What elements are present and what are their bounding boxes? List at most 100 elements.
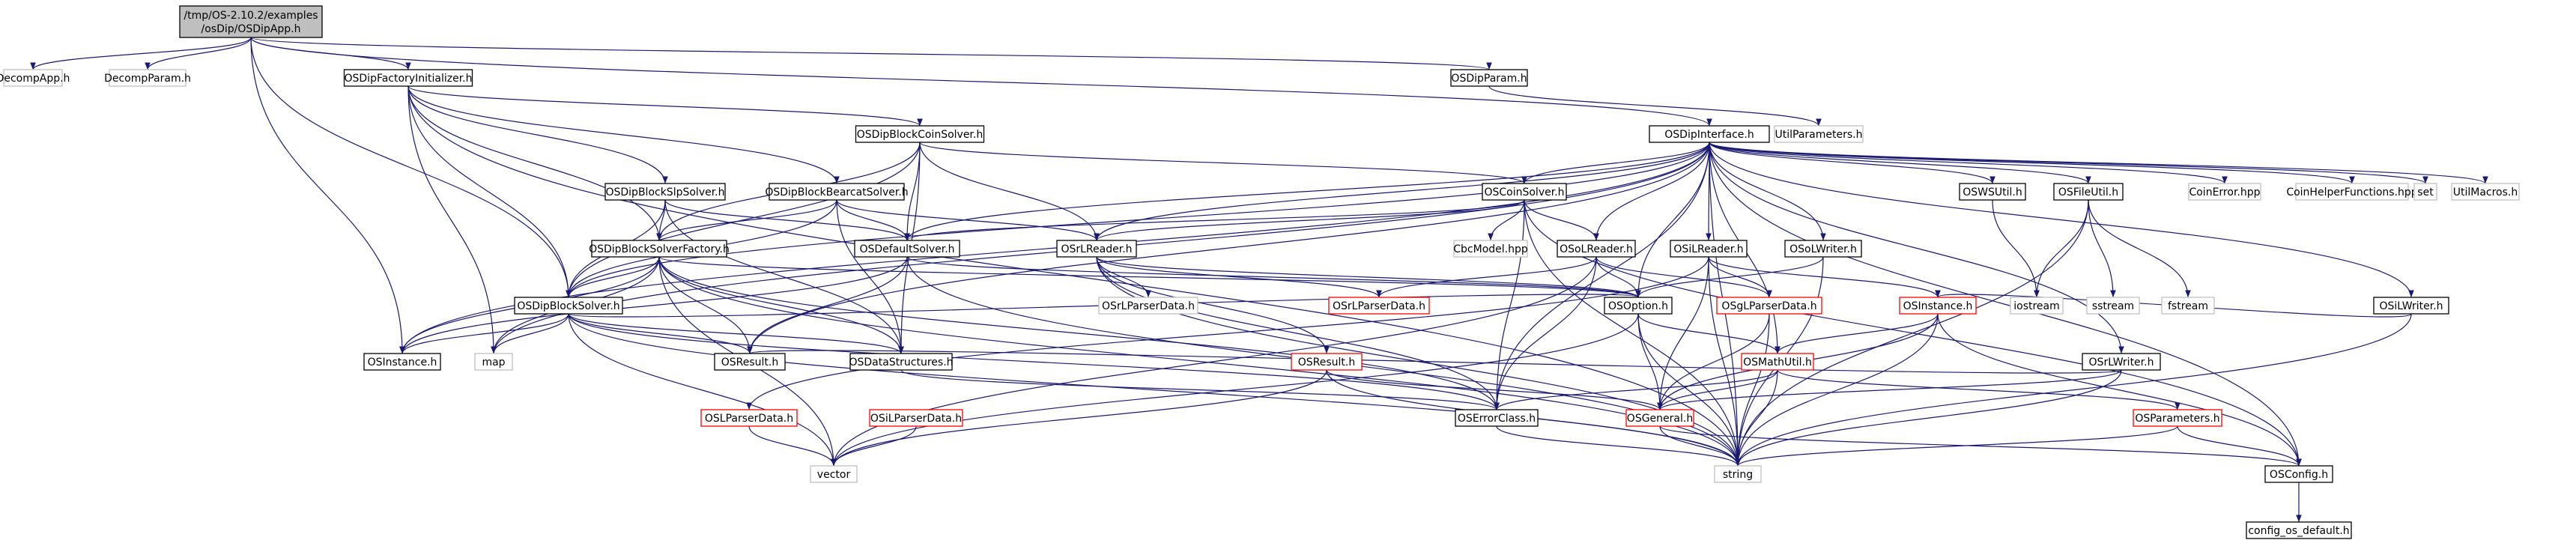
node-osrlparserdata_red[interactable]: OSrLParserData.h [1328, 297, 1430, 315]
edge-osilparserdata-to-vector [831, 425, 917, 467]
node-osdipinterface[interactable]: OSDipInterface.h [1649, 125, 1770, 143]
node-osdipblockcoin[interactable]: OSDipBlockCoinSolver.h [855, 125, 985, 143]
node-box-utilparameters [1774, 125, 1864, 143]
node-set[interactable]: set [2413, 183, 2437, 201]
edge-osrlwriter-to-string [1735, 369, 2122, 467]
node-osdipblocksolverfactory[interactable]: OSDipBlockSolverFactory.h [589, 240, 730, 258]
node-label-cbcmodel: CbcModel.hpp [1453, 243, 1528, 255]
node-box-vector [810, 465, 858, 483]
node-osresult_red[interactable]: OSResult.h [1291, 353, 1363, 371]
node-osdipfactory[interactable]: OSDipFactoryInitializer.h [343, 69, 473, 87]
node-osilreader[interactable]: OSiLReader.h [1670, 240, 1748, 258]
node-oslparserdata[interactable]: OSLParserData.h [700, 409, 798, 427]
edge-osinstance_red-to-osmathutil [1775, 313, 1939, 354]
node-osrlwriter[interactable]: OSrLWriter.h [2082, 353, 2161, 371]
edge-osdipinterface-to-coinerror [1709, 142, 2228, 184]
node-osdipblockslp[interactable]: OSDipBlockSlpSolver.h [604, 183, 726, 201]
node-cbcmodel[interactable]: CbcModel.hpp [1453, 240, 1528, 258]
edge-osoption-to-string [1637, 313, 1741, 467]
edge-osdipblocksolver-to-osresult [568, 313, 753, 354]
node-osdipapp[interactable]: /tmp/OS-2.10.2/examples/osDip/OSDipApp.h [179, 5, 323, 38]
edge-osdipfactory-to-osdipblockcoin [407, 85, 923, 127]
node-osoption[interactable]: OSOption.h [1604, 297, 1673, 315]
node-osglparserdata[interactable]: OSgLParserData.h [1716, 297, 1822, 315]
edge-osparameters-to-osconfig [2177, 425, 2302, 467]
node-map[interactable]: map [474, 353, 513, 371]
edge-osilreader-to-osglparserdata [1708, 256, 1772, 298]
node-box-configosdefault [2246, 521, 2352, 539]
node-osdipblocksolver[interactable]: OSDipBlockSolver.h [514, 297, 623, 315]
node-coinhelper[interactable]: CoinHelperFunctions.hpp [2286, 183, 2418, 201]
node-osparameters[interactable]: OSParameters.h [2133, 409, 2222, 427]
node-oscoinsolver[interactable]: OSCoinSolver.h [1482, 183, 1567, 201]
edge-osolreader-to-oserrorclass [1494, 256, 1597, 410]
node-box-oscoinsolver [1482, 183, 1567, 201]
node-box-cbcmodel [1453, 240, 1528, 258]
edge-osfileutil-to-sstream [2088, 199, 2116, 298]
node-box-oswsutil [1959, 183, 2026, 201]
node-label-osinstance_red: OSInstance.h [1903, 300, 1973, 312]
node-box-fstream [2161, 297, 2215, 315]
node-box-osilparserdata [869, 409, 963, 427]
node-osdipparam[interactable]: OSDipParam.h [1450, 69, 1528, 87]
node-oserrorclass[interactable]: OSErrorClass.h [1455, 409, 1539, 427]
edge-osolreader-to-osrlparserdata_red [1376, 256, 1597, 298]
edge-oscoinsolver-to-osdefaultsolver [904, 199, 1525, 241]
node-fstream[interactable]: fstream [2161, 297, 2215, 315]
node-osdatastructures[interactable]: OSDataStructures.h [849, 353, 954, 371]
node-oswsutil[interactable]: OSWSUtil.h [1959, 183, 2026, 201]
node-iostream[interactable]: iostream [2010, 297, 2064, 315]
node-osinstance_red[interactable]: OSInstance.h [1899, 297, 1977, 315]
node-osconfig[interactable]: OSConfig.h [2264, 465, 2333, 483]
node-box-osdipparam [1450, 69, 1528, 87]
node-label-osilparserdata: OSiLParserData.h [870, 413, 962, 425]
node-osresult[interactable]: OSResult.h [714, 353, 786, 371]
node-label-osdipblockbearcat: OSDipBlockBearcatSolver.h [765, 186, 908, 198]
node-decompparam[interactable]: DecompParam.h [104, 69, 191, 87]
node-configosdefault[interactable]: config_os_default.h [2246, 521, 2352, 539]
node-box-osdipblockslp [604, 183, 726, 201]
node-osdefaultsolver[interactable]: OSDefaultSolver.h [854, 240, 960, 258]
edge-osdipinterface-to-set [1709, 142, 2428, 184]
edge-osoption-to-osmathutil [1637, 313, 1781, 354]
node-osfileutil[interactable]: OSFileUtil.h [2053, 183, 2124, 201]
node-osdipblockbearcat[interactable]: OSDipBlockBearcatSolver.h [765, 183, 909, 201]
node-osilwriter[interactable]: OSiLWriter.h [2373, 297, 2449, 315]
edge-osdipblockbearcat-to-osdatastructures [836, 199, 904, 354]
edge-osresult_red-to-osgeneral [1326, 369, 1663, 410]
node-osgeneral[interactable]: OSGeneral.h [1625, 409, 1694, 427]
node-osrlparserdata_grey[interactable]: OSrLParserData.h [1098, 297, 1198, 315]
edge-osrlreader-to-osrlparserdata_grey [1096, 256, 1151, 298]
node-osinstance[interactable]: OSInstance.h [363, 353, 441, 371]
node-osrlreader[interactable]: OSrLReader.h [1056, 240, 1137, 258]
node-osmathutil[interactable]: OSMathUtil.h [1741, 353, 1814, 371]
node-label-osresult_red: OSResult.h [1298, 357, 1356, 368]
node-box-oserrorclass [1455, 409, 1539, 427]
node-coinerror[interactable]: CoinError.hpp [2188, 183, 2261, 201]
node-label-osrlparserdata_grey: OSrLParserData.h [1102, 300, 1195, 312]
node-box-osdefaultsolver [854, 240, 960, 258]
edge-osoption-to-osgeneral [1637, 313, 1663, 410]
node-utilparameters[interactable]: UtilParameters.h [1774, 125, 1864, 143]
node-label-decompapp: DecompApp.h [0, 73, 70, 85]
node-sstream[interactable]: sstream [2086, 297, 2140, 315]
node-osolwriter[interactable]: OSoLWriter.h [1784, 240, 1862, 258]
node-utilmacros[interactable]: UtilMacros.h [2451, 183, 2520, 201]
node-box-osmathutil [1741, 353, 1814, 371]
node-vector[interactable]: vector [810, 465, 858, 483]
edge-osdipblocksolver-to-map [491, 313, 569, 354]
node-label-configosdefault: config_os_default.h [2248, 525, 2349, 537]
node-box-set [2413, 183, 2437, 201]
node-string[interactable]: string [1714, 465, 1762, 483]
edge-osilreader-to-string [1708, 256, 1741, 467]
node-osolreader[interactable]: OSoLReader.h [1557, 240, 1636, 258]
edges-layer [30, 37, 2488, 522]
node-label-utilmacros: UtilMacros.h [2453, 186, 2518, 198]
edge-osdipinterface-to-osolreader [1593, 142, 1710, 241]
edge-osdipinterface-to-oswsutil [1709, 142, 1995, 184]
node-decompapp[interactable]: DecompApp.h [0, 69, 70, 87]
node-label-osrlparserdata_red: OSrLParserData.h [1333, 300, 1425, 312]
node-osilparserdata[interactable]: OSiLParserData.h [869, 409, 963, 427]
edge-osdipapp-to-osinstance [250, 37, 405, 354]
edge-osdipapp-to-osdipblocksolver [250, 37, 572, 298]
